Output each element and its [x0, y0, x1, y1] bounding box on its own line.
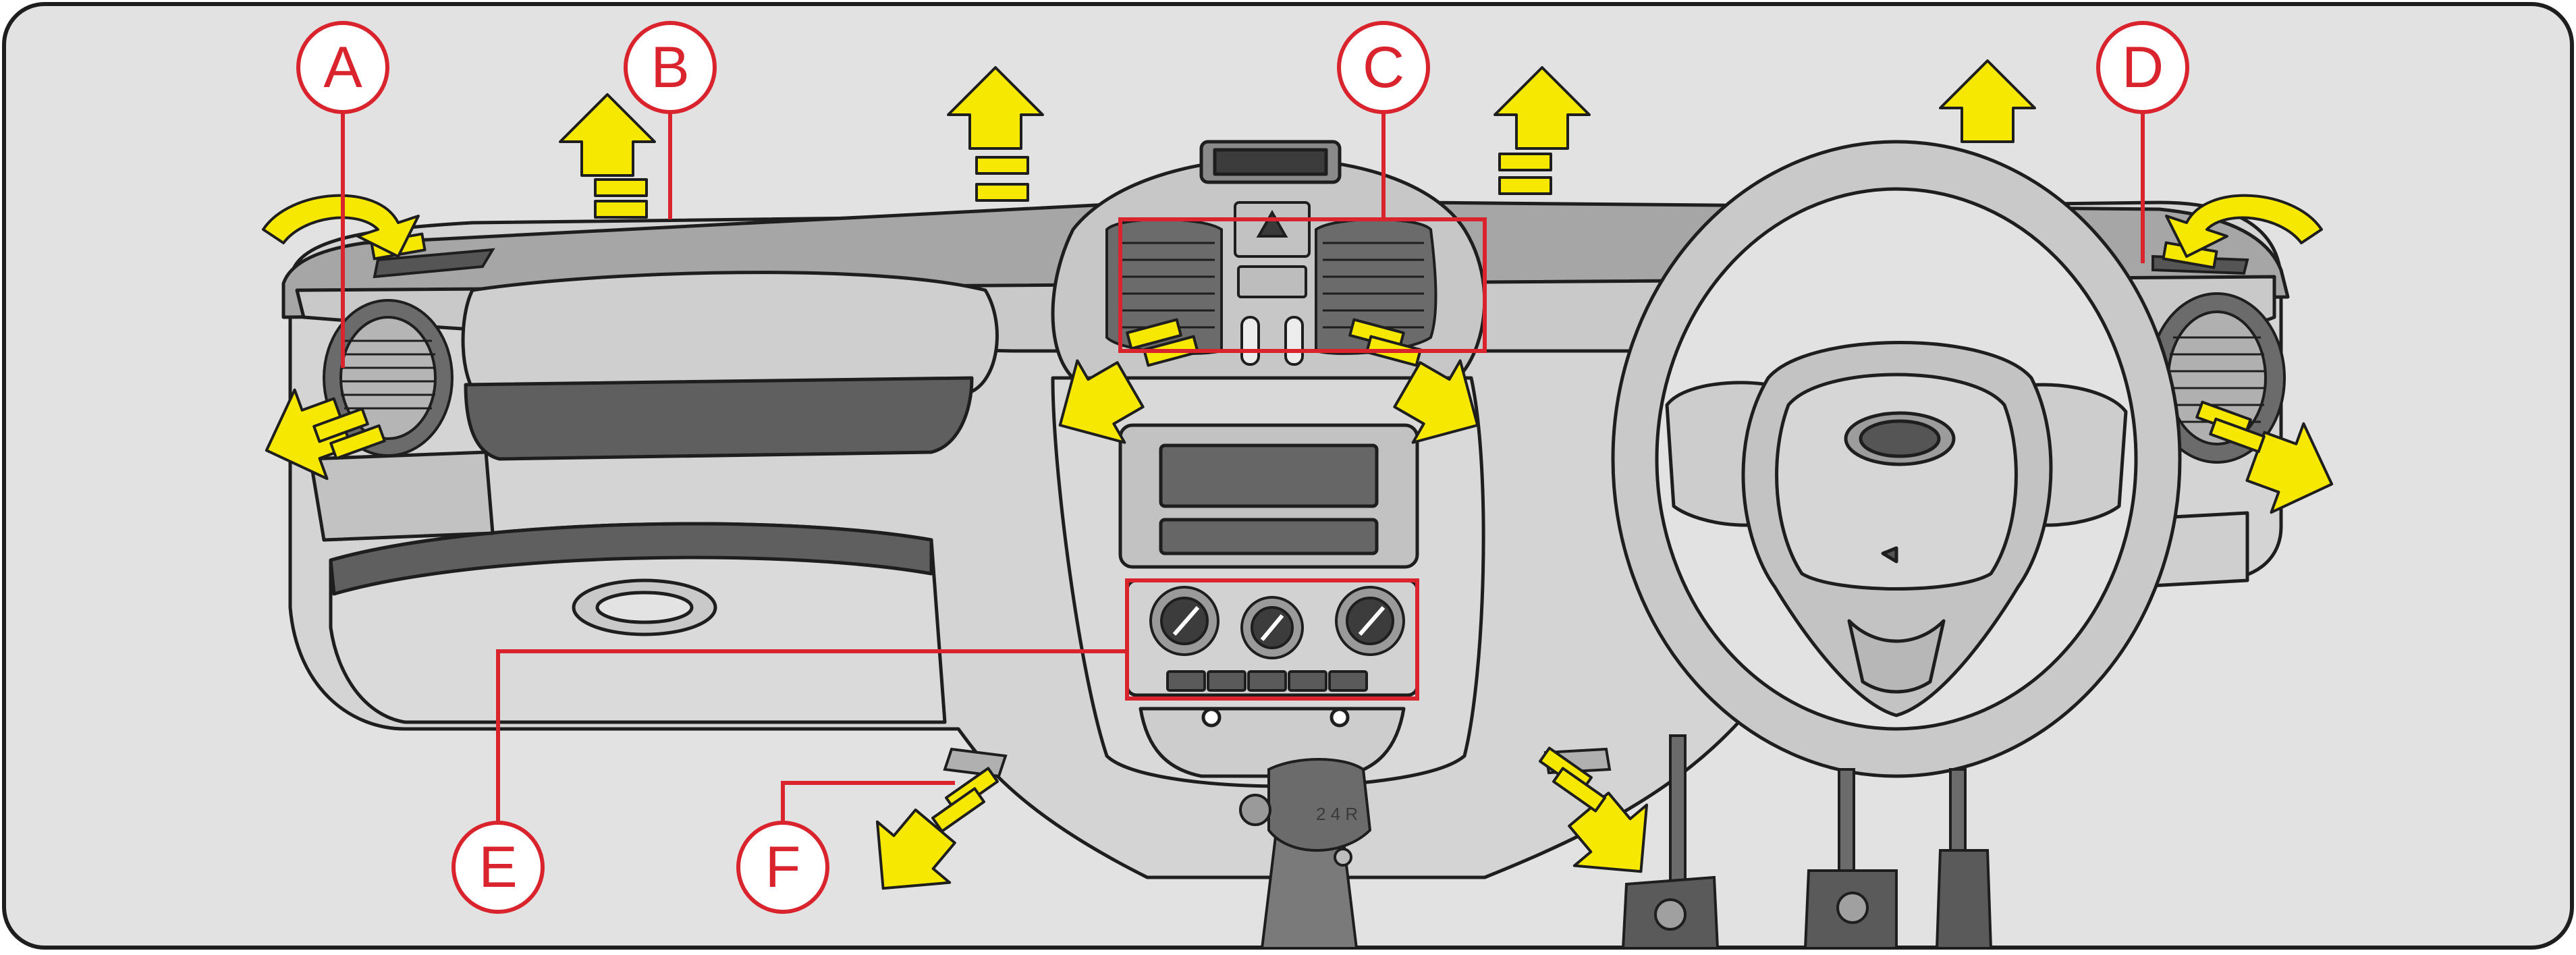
radio-slot-2 — [1159, 518, 1379, 555]
climate-buttons — [1166, 670, 1368, 692]
accelerator-pedal — [1935, 849, 1993, 950]
vent-left-louvers — [341, 339, 435, 410]
brand-logo-icon — [1859, 419, 1941, 458]
vent-knob-right — [1284, 316, 1304, 366]
gear-boot-ring — [1239, 794, 1271, 826]
glove-box-handle-inner — [595, 591, 694, 624]
accelerator-arm — [1949, 768, 1967, 858]
callout-label-e: E — [478, 835, 517, 900]
callout-a: A — [296, 21, 389, 114]
airflow-bar-1 — [594, 200, 648, 219]
horn-icon — [1881, 546, 1898, 564]
gear-shifter: 2 4 R — [1239, 758, 1372, 950]
gear-knob — [1267, 758, 1372, 852]
airbag-cover — [1775, 373, 2018, 591]
left-knee-panel — [308, 450, 495, 542]
callout-line-c — [1118, 107, 1487, 353]
vents — [323, 201, 2286, 778]
climate-controls — [1149, 586, 1405, 692]
callout-label-d: D — [2122, 35, 2164, 100]
callout-line-f — [781, 781, 955, 830]
airflow-arrows — [248, 59, 2350, 921]
center-display — [1213, 148, 1328, 176]
aux-socket-left — [1201, 707, 1222, 728]
aux-socket-right — [1330, 707, 1350, 728]
callout-f: F — [736, 821, 829, 914]
airflow-bar-2 — [975, 156, 1029, 175]
callout-label-a: A — [323, 35, 362, 100]
callout-d: D — [2096, 21, 2189, 114]
callout-e: E — [451, 821, 545, 914]
airflow-bar-5 — [1498, 176, 1552, 195]
airflow-arrow-vent-d-upper — [2165, 194, 2323, 258]
vent-knob-left — [1240, 316, 1260, 366]
defrost-slot-left — [373, 248, 495, 279]
console-lower-tray — [1139, 707, 1406, 778]
gear-pattern-text: 2 4 R — [1316, 804, 1358, 824]
radio-slot-1 — [1159, 443, 1379, 508]
callout-label-b: B — [651, 35, 689, 100]
steering-wheel — [1611, 140, 2182, 778]
hazard-icon — [1256, 209, 1288, 238]
steering-lower-spoke — [1847, 619, 1946, 694]
callout-line-e — [496, 649, 1127, 830]
callout-b: B — [624, 21, 717, 114]
airflow-bar-0 — [594, 178, 648, 197]
upper-storage-shelf — [464, 376, 974, 461]
center-switch — [1237, 265, 1307, 298]
callout-c: C — [1337, 21, 1430, 114]
airflow-arrow-vent-a-upper — [262, 194, 420, 258]
airflow-bar-4 — [1498, 153, 1552, 171]
glove-box-lip — [329, 522, 933, 596]
pedals — [1621, 734, 1993, 950]
upper-storage — [461, 271, 999, 400]
callout-lines — [341, 107, 2145, 830]
callout-label-c: C — [1363, 35, 1404, 100]
callout-box-e — [1125, 578, 1419, 701]
airflow-bar-3 — [975, 183, 1029, 202]
callouts: A B C D E F — [296, 21, 2189, 914]
clutch-arm — [1669, 734, 1687, 892]
callout-label-f: F — [765, 835, 801, 900]
